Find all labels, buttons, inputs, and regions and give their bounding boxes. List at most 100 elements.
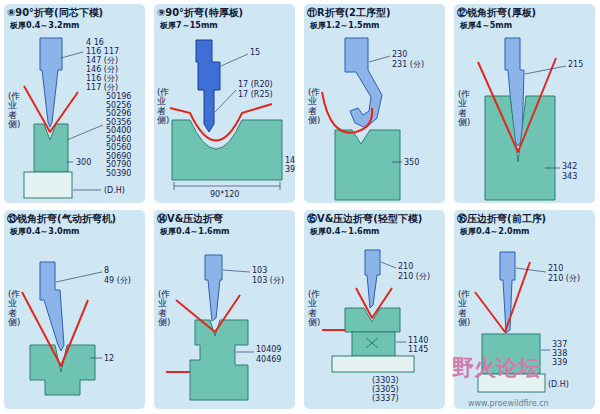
operator-side-note: (作业者侧) <box>458 290 467 327</box>
callout-number: 338 <box>552 349 567 358</box>
callout-number: 50560 <box>106 143 131 152</box>
sheet-metal <box>170 104 272 141</box>
die-upper <box>345 308 400 332</box>
thickness-note: 板厚7～15mm <box>160 20 295 31</box>
sheet-metal <box>166 371 190 373</box>
panel-2-tools <box>170 40 282 190</box>
leader-line <box>67 125 103 140</box>
dimension-line <box>174 182 175 190</box>
leader-line <box>516 268 546 272</box>
leader-line <box>56 272 102 282</box>
callout-number: 210 <box>398 262 413 271</box>
watermark-url: www.proewildfire.cn <box>468 399 549 408</box>
sheet-metal <box>22 292 88 366</box>
callout-number: 103 <box>252 266 267 275</box>
callout-number: 339 <box>552 358 567 367</box>
callout-number: 1145 <box>408 345 428 354</box>
callout-number: 342 <box>562 162 577 171</box>
sheet-metal <box>356 288 392 318</box>
panel-7-tools <box>322 250 414 372</box>
thickness-note: 板厚4～5mm <box>460 20 595 31</box>
leader-line <box>67 162 73 163</box>
thickness-note: 板厚0.4～1.6mm <box>310 226 445 237</box>
callout-number: 103 (分) <box>252 276 284 285</box>
callout-number: 146 (分) <box>86 65 118 74</box>
callout-number: 230 <box>392 50 407 59</box>
sheet-metal <box>475 262 530 332</box>
thickness-note: 板厚0.4～2.0mm <box>460 226 595 237</box>
upper-punch <box>40 262 64 351</box>
callout-number: 50196 <box>106 92 131 101</box>
watermark: 野火论坛 <box>452 356 540 380</box>
callout-number: 40469 <box>256 355 281 364</box>
panel-ground <box>2 208 147 411</box>
leader-line <box>236 352 254 353</box>
sheet-metal <box>176 295 240 332</box>
operator-side-note: (作业者侧) <box>458 90 467 127</box>
dimension-line <box>174 186 280 187</box>
callout-number: 231 (分) <box>392 60 424 69</box>
panel-ground <box>302 2 447 205</box>
panel-title: ⑭V&压边折弯 <box>157 212 295 225</box>
upper-punch <box>205 255 222 321</box>
sheet-metal <box>322 329 345 331</box>
callout-number: 8 <box>104 266 109 275</box>
callout-number: 50296 <box>106 109 131 118</box>
panel-ground <box>302 208 447 411</box>
lower-die <box>30 345 95 395</box>
callout-number: 343 <box>562 172 577 181</box>
callout-number: 147 (分) <box>86 56 118 65</box>
callout-number: 50390 <box>106 169 131 178</box>
die-holder <box>24 172 72 198</box>
lower-die <box>190 320 248 400</box>
thickness-note: 板厚0.4～1.6mm <box>160 226 295 237</box>
die-mark <box>366 338 378 348</box>
leader-line <box>545 168 560 169</box>
leader-line <box>90 358 102 359</box>
leader-line <box>381 262 396 268</box>
operator-side-note: (作业者侧) <box>157 88 166 125</box>
panel-title: ⑯压边折弯(前工序) <box>457 212 595 225</box>
callout-number: (D.H) <box>548 380 569 389</box>
die-holder <box>332 356 414 372</box>
callout-number: 39 <box>285 165 295 174</box>
operator-side-note: (作业者侧) <box>158 290 167 327</box>
callout-number: 50400 <box>106 126 131 135</box>
operator-side-note: (作业者侧) <box>308 88 317 125</box>
gooseneck-punch <box>345 38 382 128</box>
panel-3-tools <box>322 38 402 200</box>
callout-number: 90*120 <box>210 190 239 199</box>
upper-punch <box>40 38 62 127</box>
callout-number: 17 (R25) <box>238 90 273 99</box>
tool-panel: ⑬锐角折弯(气动折弯机)板厚0.4～3.0mm <box>2 208 147 411</box>
upper-punch <box>500 252 515 333</box>
callout-number: 50790 <box>106 160 131 169</box>
panel-5-tools <box>22 262 102 395</box>
operator-side-note: (作业者侧) <box>8 92 17 129</box>
panel-title: ⑪R折弯(2工序型) <box>307 6 445 19</box>
callout-number: 49 (分) <box>104 276 131 285</box>
panel-ground <box>2 2 147 205</box>
lower-die <box>335 130 400 200</box>
dimension-line <box>280 182 281 190</box>
callout-number: (3305) <box>372 385 399 394</box>
callout-number: (3337) <box>372 394 399 403</box>
leader-line <box>541 350 550 351</box>
die-body <box>352 332 395 356</box>
thickness-note: 板厚0.4～3.0mm <box>10 226 145 237</box>
callout-number: 17 (R20) <box>238 80 273 89</box>
sheet-metal <box>478 58 556 152</box>
callout-number: 337 <box>552 340 567 349</box>
tool-panel: ⑪R折弯(2工序型)板厚1.2～1.5mm <box>302 2 447 205</box>
lower-die <box>172 120 282 180</box>
leader-line <box>223 270 250 272</box>
panel-4-tools <box>478 38 566 200</box>
callout-number: 116 (分) <box>86 74 118 83</box>
callout-number: 210 (分) <box>398 272 430 281</box>
callout-number: 14 <box>285 156 295 165</box>
panel-title: ⑧90°折弯(同芯下模) <box>7 6 145 19</box>
leader-line <box>369 56 390 62</box>
leader-line <box>525 66 566 74</box>
operator-side-note: (作业者侧) <box>8 290 17 327</box>
